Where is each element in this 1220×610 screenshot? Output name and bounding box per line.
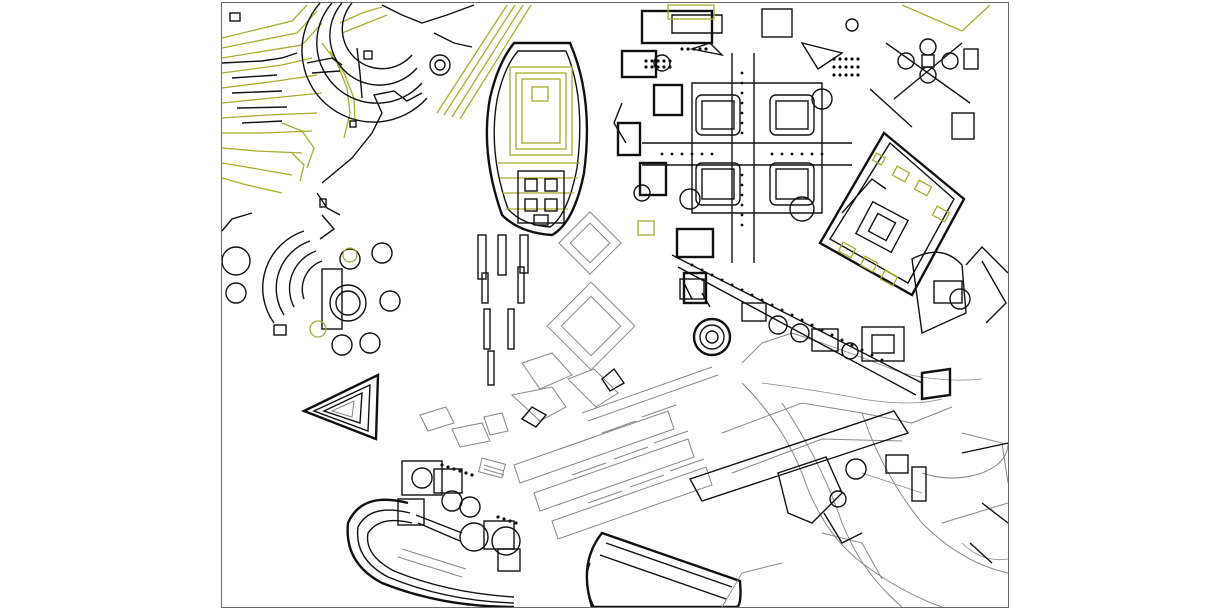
terrace-strips-center	[419, 211, 719, 448]
arena-and-baths-cluster	[222, 212, 401, 356]
cross-plaza-complex	[613, 4, 991, 305]
site-plan-frame	[221, 2, 1009, 608]
rotated-courtyard-complex	[818, 131, 1008, 335]
site-plan-drawing	[222, 3, 1008, 607]
clover-pavilion-group	[845, 18, 979, 140]
staggered-halls	[513, 404, 713, 540]
circular-amphitheatre-top	[301, 3, 532, 123]
grey-road-network	[688, 332, 1008, 607]
triangular-monument	[301, 373, 380, 441]
bath-complexes-lower-left	[397, 457, 521, 572]
racetrack-circus	[585, 531, 742, 607]
circular-rotunda	[692, 317, 732, 357]
curved-stadium-track	[346, 498, 515, 607]
radial-garden-fan	[222, 4, 423, 216]
oval-walled-precinct	[485, 41, 589, 237]
arcade-and-courtyards	[671, 254, 952, 401]
